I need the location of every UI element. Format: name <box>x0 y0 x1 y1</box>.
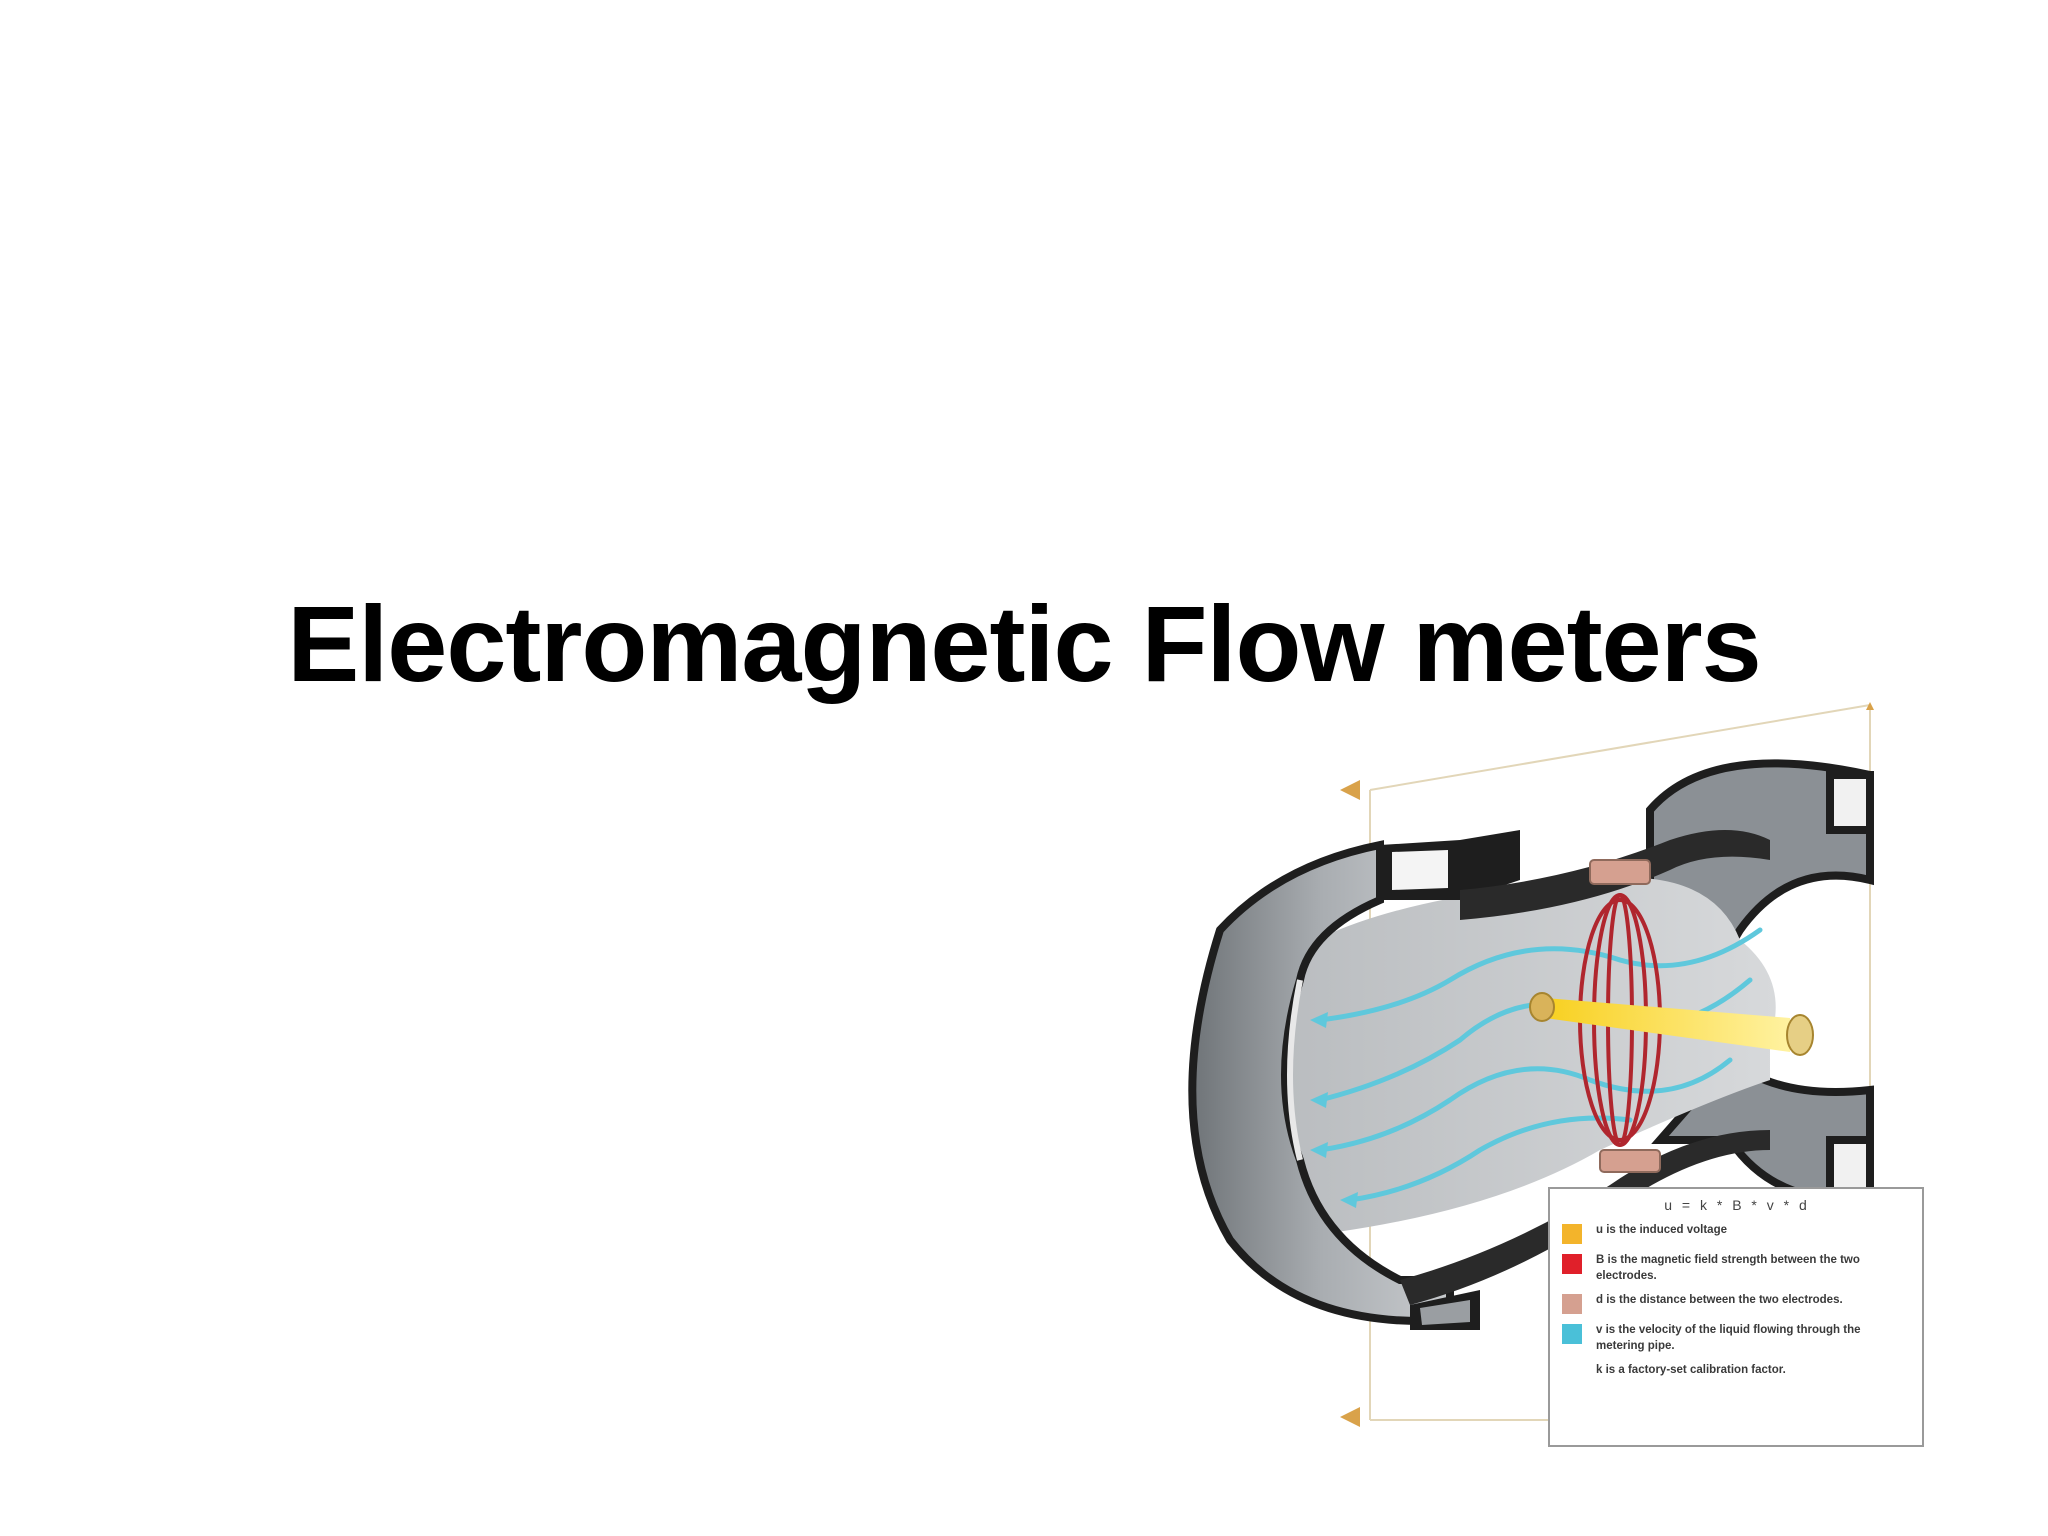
right-electrode <box>1786 1014 1814 1056</box>
legend-swatch <box>1562 1224 1582 1244</box>
formula: u = k * B * v * d <box>1664 1197 1810 1213</box>
legend-text: B is the magnetic field strength between… <box>1596 1254 1860 1282</box>
flow-arrowheads <box>1310 1012 1358 1208</box>
legend-item: d is the distance between the two electr… <box>1562 1293 1912 1315</box>
top-coil <box>1589 859 1651 885</box>
legend-item: v is the velocity of the liquid flowing … <box>1562 1323 1912 1354</box>
slide-title: Electromagnetic Flow meters <box>287 583 1761 704</box>
legend-item: u is the induced voltage <box>1562 1223 1912 1244</box>
legend-item: k is a factory-set calibration factor. <box>1562 1363 1912 1384</box>
legend-swatch <box>1562 1364 1582 1384</box>
arrow-marker-top-icon <box>1340 780 1360 800</box>
legend-swatch <box>1562 1324 1582 1345</box>
legend-text: k is a factory-set calibration factor. <box>1596 1364 1786 1377</box>
legend-swatch <box>1562 1254 1582 1274</box>
legend-box: u = k * B * v * d u is the induced volta… <box>1548 1187 1924 1447</box>
legend-text: d is the distance between the two electr… <box>1596 1294 1843 1307</box>
bottom-coil <box>1599 1149 1661 1173</box>
arrow-marker-bottom-icon <box>1340 1407 1360 1427</box>
left-electrode <box>1529 992 1555 1022</box>
legend-text: u is the induced voltage <box>1596 1224 1727 1236</box>
legend-swatch <box>1562 1294 1582 1315</box>
legend-list: u is the induced voltage B is the magneti… <box>1562 1223 1912 1384</box>
voltage-beam <box>1545 998 1790 1052</box>
legend-text: v is the velocity of the liquid flowing … <box>1596 1324 1861 1352</box>
legend-item: B is the magnetic field strength between… <box>1562 1253 1912 1284</box>
pipe-interior <box>1270 877 1776 1240</box>
arrow-marker-top-right-icon <box>1866 702 1874 710</box>
